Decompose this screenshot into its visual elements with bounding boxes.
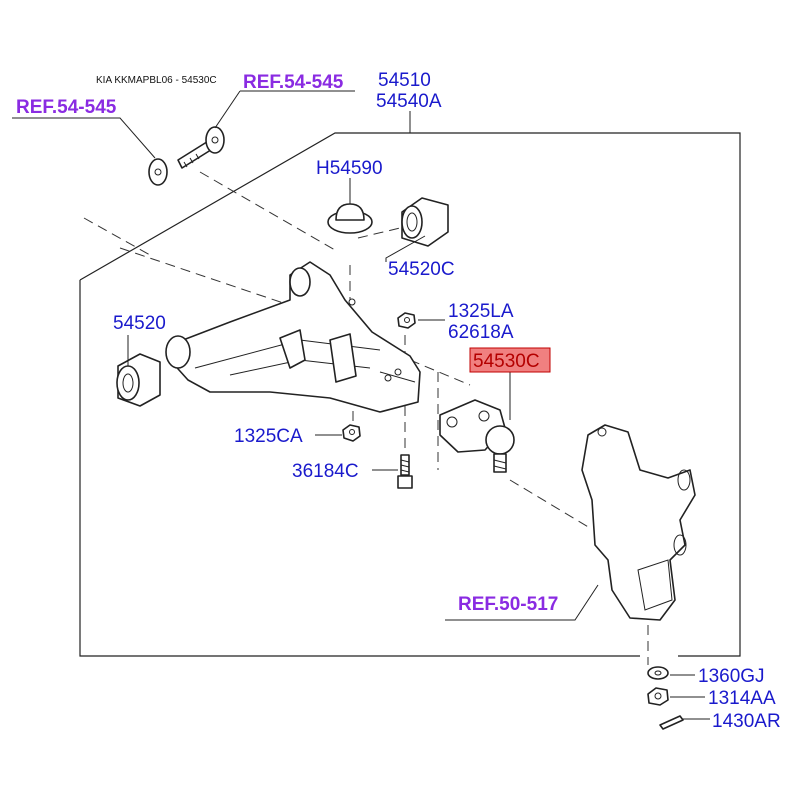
part-label-H54590[interactable]: H54590: [316, 158, 383, 179]
nut-lower-icon[interactable]: [342, 424, 361, 442]
nut-upper-icon[interactable]: [397, 312, 416, 329]
cotter-pin-icon[interactable]: [659, 715, 684, 730]
part-label-1314AA[interactable]: 1314AA: [708, 688, 776, 709]
washer-icon[interactable]: [647, 666, 669, 680]
ball-joint-icon[interactable]: [439, 399, 515, 473]
rear-bushing-icon[interactable]: [401, 197, 449, 247]
diagram-header: KIA KKMAPBL06 - 54530C: [96, 75, 217, 86]
part-label-54510[interactable]: 54510: [378, 70, 431, 91]
front-bushing-icon[interactable]: [116, 353, 161, 407]
part-label-1360GJ[interactable]: 1360GJ: [698, 666, 765, 687]
part-label-1430AR[interactable]: 1430AR: [712, 711, 781, 732]
bolt-icon[interactable]: [397, 454, 413, 489]
lower-control-arm-icon[interactable]: [165, 261, 421, 413]
castle-nut-icon[interactable]: [647, 687, 669, 706]
cam-bolt-assembly-icon[interactable]: [148, 126, 225, 186]
highlight-box: [469, 347, 551, 373]
part-label-54530C[interactable]: 54530C: [473, 351, 540, 372]
steering-knuckle-icon[interactable]: [581, 424, 696, 621]
part-label-1325CA[interactable]: 1325CA: [234, 426, 303, 447]
ref-label-knuckle[interactable]: REF.50-517: [458, 594, 558, 615]
part-label-62618A[interactable]: 62618A: [448, 322, 514, 343]
part-label-1325LA[interactable]: 1325LA: [448, 301, 514, 322]
leader-lines: [12, 90, 710, 720]
assembly-frame: [79, 132, 741, 657]
ref-label-left[interactable]: REF.54-545: [16, 97, 117, 118]
part-label-54520[interactable]: 54520: [113, 313, 166, 334]
part-label-54520C[interactable]: 54520C: [388, 259, 455, 280]
part-label-36184C[interactable]: 36184C: [292, 461, 359, 482]
dust-cap-icon[interactable]: [327, 203, 373, 234]
alignment-lines: [83, 171, 659, 700]
ref-label-top[interactable]: REF.54-545: [243, 72, 344, 93]
part-label-54540A[interactable]: 54540A: [376, 91, 442, 112]
